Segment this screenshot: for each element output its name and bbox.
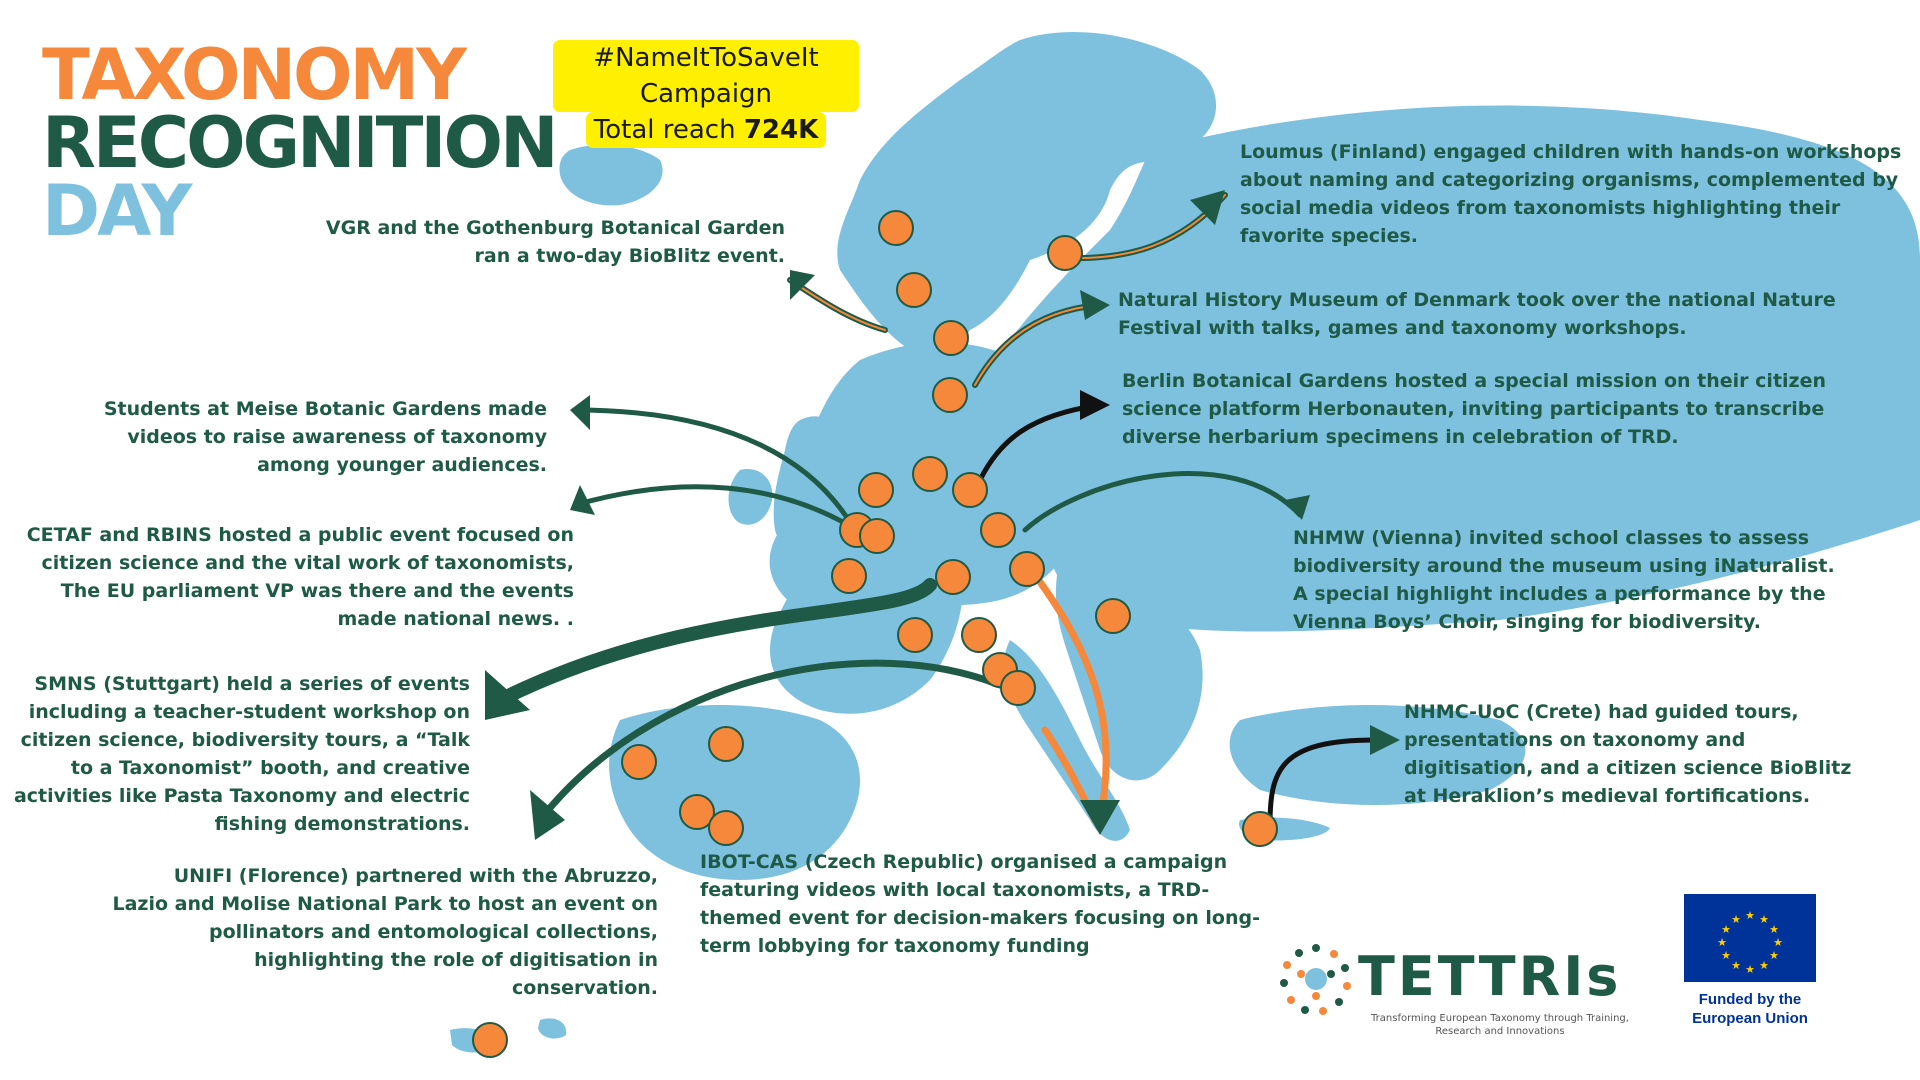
event-dot xyxy=(708,810,744,846)
campaign-box: #NameItToSaveIt Campaign Total reach 724… xyxy=(553,40,859,148)
svg-text:★: ★ xyxy=(1731,913,1741,926)
arrowhead-berlin xyxy=(1080,390,1110,420)
arrowhead-czech xyxy=(1080,800,1120,835)
event-cetaf: CETAF and RBINS hosted a public event fo… xyxy=(26,524,574,630)
event-dot xyxy=(932,377,968,413)
arrow-czech xyxy=(1031,571,1110,824)
landmass xyxy=(450,31,1920,1053)
campaign-reach: Total reach 724K xyxy=(585,112,827,148)
title-day: DAY xyxy=(42,170,192,252)
arrowhead-gothenburg xyxy=(790,270,815,300)
event-dot xyxy=(1047,235,1083,271)
svg-text:★: ★ xyxy=(1721,923,1731,936)
svg-text:★: ★ xyxy=(1717,936,1727,949)
eu-flag: ★ ★ ★ ★ ★ ★ ★ ★ ★ ★ ★ ★ xyxy=(1684,894,1816,982)
logo-dots xyxy=(1280,944,1351,1015)
arrows xyxy=(493,192,1378,828)
event-czech: IBOT-CAS (Czech Republic) organised a ca… xyxy=(700,851,1260,957)
event-dot xyxy=(679,794,715,830)
event-dot xyxy=(878,210,914,246)
svg-text:★: ★ xyxy=(1769,949,1779,962)
arrow-vienna xyxy=(1022,471,1303,533)
event-dot xyxy=(935,559,971,595)
event-florence: UNIFI (Florence) partnered with the Abru… xyxy=(112,865,659,999)
canary-shape-2 xyxy=(538,1018,567,1039)
event-dot xyxy=(1009,551,1045,587)
arrowhead-crete xyxy=(1370,725,1400,755)
arrow-berlin xyxy=(977,402,1103,483)
campaign-hashtag: #NameItToSaveIt Campaign xyxy=(553,40,859,112)
arrow-cetaf xyxy=(572,484,868,538)
tettris-logo-icon xyxy=(1280,944,1351,1015)
reach-value: 724K xyxy=(743,115,819,145)
event-dot xyxy=(933,320,969,356)
eu-funding-text: Funded by the European Union xyxy=(1692,991,1808,1027)
svg-text:★: ★ xyxy=(1773,936,1783,949)
arrowhead-meise xyxy=(570,395,590,430)
svg-text:★: ★ xyxy=(1731,959,1741,972)
event-dot xyxy=(961,617,997,653)
arrowhead-cetaf xyxy=(570,485,595,515)
svg-text:★: ★ xyxy=(1769,923,1779,936)
svg-text:★: ★ xyxy=(1721,949,1731,962)
event-dots xyxy=(472,210,1278,1058)
svg-text:★: ★ xyxy=(1759,913,1769,926)
ireland-shape xyxy=(728,469,773,525)
title-recognition: RECOGNITION xyxy=(42,102,559,184)
reach-label: Total reach xyxy=(593,115,736,145)
event-dot xyxy=(472,1022,508,1058)
event-dot xyxy=(1095,598,1131,634)
eastern-europe-shape xyxy=(989,105,1920,632)
event-dot xyxy=(858,472,894,508)
event-dot xyxy=(621,744,657,780)
arrowhead-stuttgart xyxy=(485,670,530,720)
arrowhead-florence xyxy=(530,790,565,840)
event-crete: NHMC-UoC (Crete) had guided tours, prese… xyxy=(1404,701,1852,807)
arrow-crete xyxy=(1267,737,1378,828)
event-dot xyxy=(859,518,895,554)
title-taxonomy: TAXONOMY xyxy=(42,34,467,116)
tettris-tagline: Transforming European Taxonomy through T… xyxy=(1371,1013,1629,1037)
event-dot xyxy=(831,558,867,594)
event-berlin: Berlin Botanical Gardens hosted a specia… xyxy=(1122,370,1827,448)
event-dot xyxy=(1242,811,1278,847)
eu-stars-icon: ★ ★ ★ ★ ★ ★ ★ ★ ★ ★ ★ ★ xyxy=(1717,909,1783,976)
svg-text:★: ★ xyxy=(1745,963,1755,976)
event-dot xyxy=(708,726,744,762)
tettris-logo-text: TETTRIs xyxy=(1358,945,1622,1008)
balkans-shape xyxy=(1055,560,1203,781)
scandinavia-shape xyxy=(837,31,1217,361)
event-finland: Loumus (Finland) engaged children with h… xyxy=(1240,141,1902,247)
arrow-heads xyxy=(485,190,1400,840)
svg-text:★: ★ xyxy=(1745,909,1755,922)
event-denmark: Natural History Museum of Denmark took o… xyxy=(1118,289,1836,339)
arrowhead-finland xyxy=(1190,190,1225,225)
event-dot xyxy=(897,617,933,653)
svg-text:★: ★ xyxy=(1759,959,1769,972)
iceland-shape xyxy=(559,144,663,206)
event-vienna: NHMW (Vienna) invited school classes to … xyxy=(1293,527,1835,633)
eu-stars: ★ ★ ★ ★ ★ ★ ★ ★ ★ ★ ★ ★ xyxy=(1717,909,1783,976)
arrow-denmark-outline xyxy=(974,304,1101,386)
iberia-shape xyxy=(609,705,860,880)
event-dot xyxy=(896,272,932,308)
event-stuttgart: SMNS (Stuttgart) held a series of events… xyxy=(13,673,470,835)
britain-shape xyxy=(773,416,847,554)
turkey-shape xyxy=(1229,705,1526,805)
event-dot xyxy=(980,512,1016,548)
arrow-stuttgart xyxy=(493,578,937,707)
arrowhead-vienna xyxy=(1285,495,1310,520)
event-dot xyxy=(952,472,988,508)
event-meise: Students at Meise Botanic Gardens made v… xyxy=(103,398,547,476)
arrowhead-denmark xyxy=(1080,290,1110,320)
event-gothenburg: VGR and the Gothenburg Botanical Garden … xyxy=(325,217,785,267)
arrow-florence xyxy=(536,659,1004,824)
event-dot xyxy=(1000,670,1036,706)
event-dot xyxy=(912,456,948,492)
arrow-meise xyxy=(572,407,863,543)
